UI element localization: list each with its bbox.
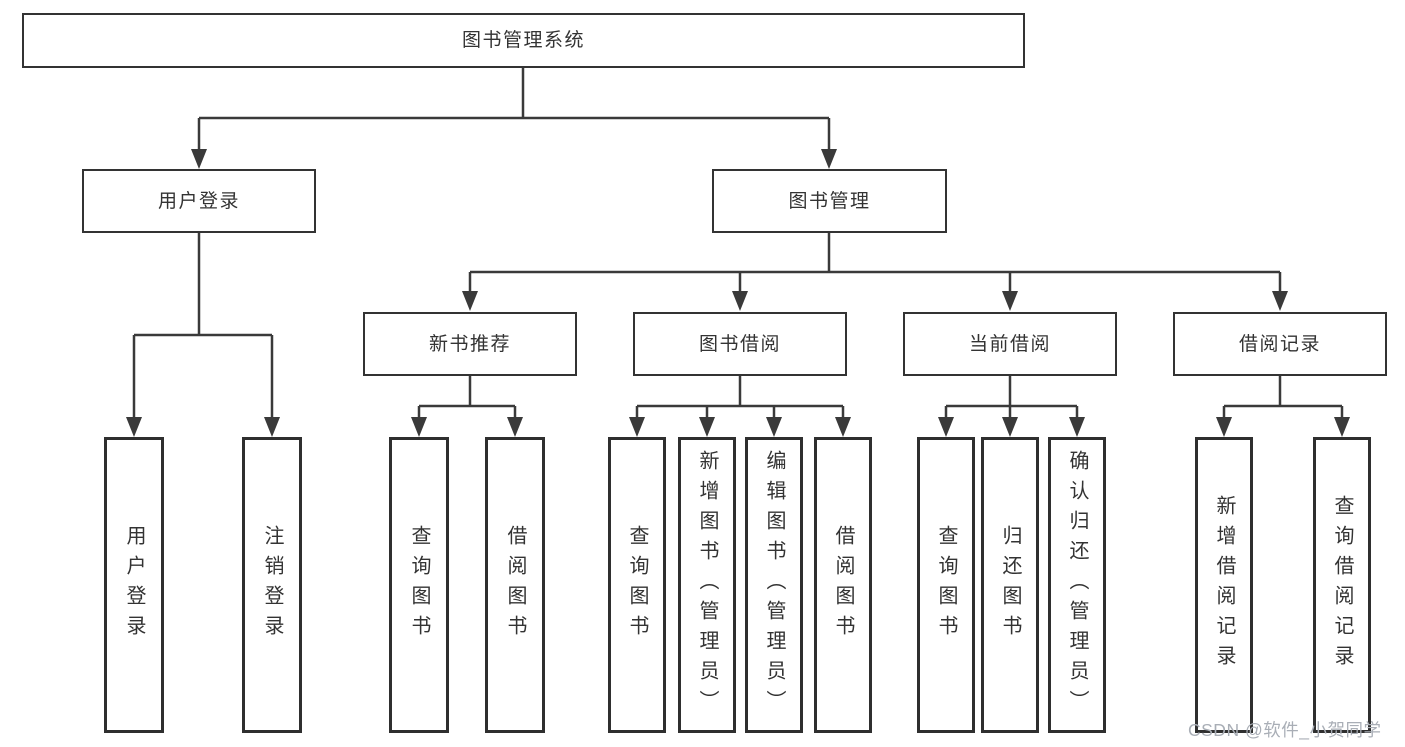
arrowhead <box>766 417 782 437</box>
leaf-borrow-books-2: 借阅图书 <box>814 437 872 733</box>
leaf-add-borrow-record: 新增借阅记录 <box>1195 437 1253 733</box>
leaf-return-books: 归还图书 <box>981 437 1039 733</box>
leaf-query-books-2: 查询图书 <box>608 437 666 733</box>
arrowhead <box>411 417 427 437</box>
node-label: 借阅图书 <box>832 525 854 645</box>
leaf-edit-books-admin: 编辑图书（管理员） <box>745 437 803 733</box>
arrowhead <box>732 291 748 311</box>
node-label: 新增图书（管理员） <box>696 450 718 720</box>
arrowhead <box>462 291 478 311</box>
node-new-book-recommend: 新书推荐 <box>363 312 577 376</box>
leaf-borrow-books: 借阅图书 <box>485 437 545 733</box>
node-label: 注销登录 <box>261 525 283 645</box>
node-label: 编辑图书（管理员） <box>763 450 785 720</box>
arrowhead <box>1272 291 1288 311</box>
node-borrow-records: 借阅记录 <box>1173 312 1387 376</box>
arrowhead <box>938 417 954 437</box>
connector-borrow-records <box>1222 376 1344 420</box>
leaf-query-books-3: 查询图书 <box>917 437 975 733</box>
connector-root <box>197 66 831 151</box>
node-label: 当前借阅 <box>968 333 1051 355</box>
node-label: 查询借阅记录 <box>1331 495 1353 675</box>
connector-user-login <box>132 233 274 420</box>
connector-book-management <box>468 233 1282 294</box>
connector-current-borrow <box>944 376 1079 420</box>
node-label: 确认归还（管理员） <box>1066 450 1088 720</box>
node-label: 新增借阅记录 <box>1213 495 1235 675</box>
leaf-query-borrow-record: 查询借阅记录 <box>1313 437 1371 733</box>
leaf-user-login: 用户登录 <box>104 437 164 733</box>
arrowhead <box>821 149 837 169</box>
arrowhead <box>699 417 715 437</box>
node-label: 用户登录 <box>157 190 240 212</box>
leaf-add-books-admin: 新增图书（管理员） <box>678 437 736 733</box>
node-label: 查询图书 <box>626 525 648 645</box>
arrowhead <box>1002 291 1018 311</box>
connector-new-book-recommend <box>417 376 517 420</box>
arrowhead <box>1334 417 1350 437</box>
node-user-login: 用户登录 <box>82 169 316 233</box>
arrowhead <box>191 149 207 169</box>
leaf-logout: 注销登录 <box>242 437 302 733</box>
node-label: 查询图书 <box>408 525 430 645</box>
arrowhead <box>126 417 142 437</box>
node-label: 借阅图书 <box>504 525 526 645</box>
node-label: 图书管理系统 <box>461 30 585 51</box>
node-label: 查询图书 <box>935 525 957 645</box>
node-label: 用户登录 <box>123 525 145 645</box>
arrowhead <box>629 417 645 437</box>
node-label: 新书推荐 <box>428 333 511 355</box>
csdn-watermark: CSDN @软件_小贺同学 <box>1188 720 1382 740</box>
node-library-management-system: 图书管理系统 <box>22 13 1025 68</box>
arrowhead <box>835 417 851 437</box>
arrowhead <box>264 417 280 437</box>
node-label: 图书管理 <box>788 190 871 212</box>
arrowhead <box>1216 417 1232 437</box>
node-label: 图书借阅 <box>698 333 781 355</box>
connector-book-borrow <box>635 376 845 420</box>
arrowhead <box>1002 417 1018 437</box>
leaf-query-books: 查询图书 <box>389 437 449 733</box>
leaf-confirm-return-admin: 确认归还（管理员） <box>1048 437 1106 733</box>
node-label: 归还图书 <box>999 525 1021 645</box>
node-current-borrow: 当前借阅 <box>903 312 1117 376</box>
node-label: 借阅记录 <box>1238 333 1321 355</box>
node-book-management: 图书管理 <box>712 169 947 233</box>
arrowheads <box>126 149 1350 437</box>
node-book-borrow: 图书借阅 <box>633 312 847 376</box>
arrowhead <box>1069 417 1085 437</box>
arrowhead <box>507 417 523 437</box>
